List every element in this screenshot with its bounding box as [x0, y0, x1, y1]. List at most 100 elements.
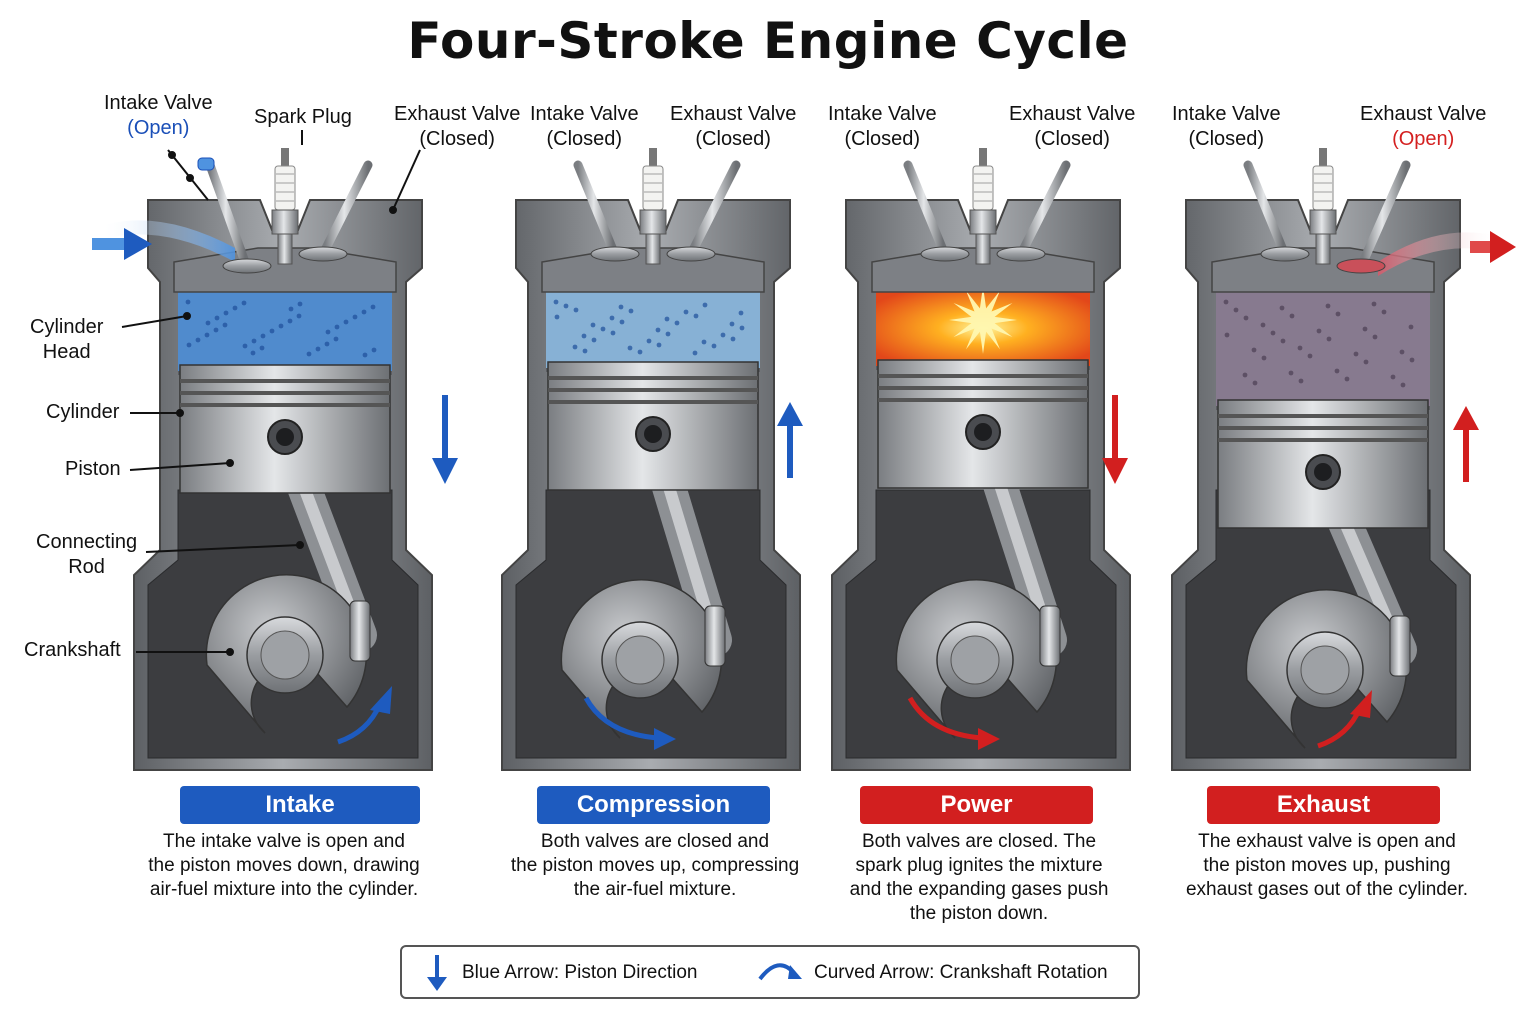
- spark-plug-hex: [271, 209, 299, 235]
- crankshaft-rotation-arrowhead: [1350, 690, 1372, 718]
- charge-particle: [683, 309, 689, 315]
- charge-particle: [259, 345, 265, 351]
- charge-particle: [591, 337, 597, 343]
- charge-particle: [362, 352, 368, 358]
- charge-particle: [287, 318, 293, 324]
- crankshaft-rotation-arrow: [907, 696, 983, 741]
- intake-valve-head: [590, 246, 640, 262]
- piston-pin-bore: [974, 423, 992, 441]
- piston-ring: [548, 388, 758, 392]
- charge-particle: [1233, 307, 1239, 313]
- crankshaft-rotation-arrow: [583, 696, 659, 741]
- charge-particle: [1381, 309, 1387, 315]
- charge-particle: [1223, 299, 1229, 305]
- piston-ring: [548, 376, 758, 380]
- crankshaft-label: Crankshaft: [24, 639, 121, 661]
- charge-particle: [250, 350, 256, 356]
- piston-ring: [180, 391, 390, 395]
- charge-particle: [1288, 370, 1294, 376]
- charge-particle: [1344, 376, 1350, 382]
- spark-plug-terminal: [281, 148, 289, 168]
- rod-big-end-cap: [349, 600, 371, 662]
- exhaust-valve-head: [996, 246, 1046, 262]
- cylinder-charge: [546, 290, 760, 368]
- piston-ring: [878, 374, 1088, 378]
- exhaust-valve-label-4: Exhaust Valve (Open): [1360, 103, 1487, 150]
- charge-particle: [1363, 359, 1369, 365]
- charge-particle: [288, 306, 294, 312]
- spark-plug-label: Spark Plug: [254, 106, 352, 128]
- charge-particle: [739, 325, 745, 331]
- straight-arrow-icon: [427, 955, 447, 991]
- intake-air-flow: [100, 220, 235, 262]
- charge-particle: [1409, 357, 1415, 363]
- exhaust-flow-arrow: [1470, 241, 1494, 253]
- legend-crankshaft-rotation: Curved Arrow: Crankshaft Rotation: [814, 962, 1108, 983]
- charge-particle: [720, 332, 726, 338]
- piston-ring: [878, 398, 1088, 402]
- exhaust-flow-arrowhead: [1490, 231, 1516, 263]
- charge-particle: [600, 326, 606, 332]
- exhaust-valve-stem: [688, 160, 741, 255]
- piston-ring: [1218, 426, 1428, 430]
- charge-particle: [278, 323, 284, 329]
- piston-direction-arrowhead: [777, 402, 803, 426]
- cylinder-charge: [1216, 290, 1430, 406]
- exhaust-valve-stem: [320, 160, 373, 255]
- piston-pin-bore: [276, 428, 294, 446]
- charge-particle: [572, 344, 578, 350]
- exhaust-valve-head: [1336, 258, 1386, 274]
- charge-particle: [214, 315, 220, 321]
- charge-particle: [1334, 368, 1340, 374]
- charge-particle: [1400, 382, 1406, 388]
- charge-particle: [1252, 380, 1258, 386]
- engine-power: [831, 148, 1131, 771]
- charge-particle: [232, 305, 238, 311]
- spark-plug-terminal: [979, 148, 987, 168]
- spark-plug-insulator: [642, 165, 664, 211]
- spark-plug-insulator: [972, 165, 994, 211]
- connecting-rod-label: Connecting Rod: [36, 531, 138, 578]
- intake-flow-arrowhead: [124, 228, 152, 260]
- spark-plug-hex: [969, 209, 997, 235]
- curved-arrow-icon: [758, 963, 802, 981]
- engine-compression: [501, 148, 803, 771]
- charge-particle: [371, 347, 377, 353]
- charge-particle: [306, 351, 312, 357]
- charge-particle: [315, 346, 321, 352]
- charge-particle: [582, 348, 588, 354]
- intake-valve-stem: [1243, 160, 1288, 255]
- charge-particle: [1408, 324, 1414, 330]
- intake-valve-label-2: Intake Valve (Closed): [530, 103, 639, 150]
- charge-particle: [1307, 353, 1313, 359]
- charge-particle: [1251, 347, 1257, 353]
- charge-particle: [665, 331, 671, 337]
- charge-particle: [1326, 336, 1332, 342]
- spark-plug-hex: [639, 209, 667, 235]
- charge-particle: [222, 322, 228, 328]
- cylinder-charge: [178, 290, 392, 371]
- charge-particle: [664, 316, 670, 322]
- charge-particle: [1335, 311, 1341, 317]
- exhaust-gas-flow: [1378, 232, 1498, 276]
- intake-valve-head: [1260, 246, 1310, 262]
- charge-particle: [1289, 313, 1295, 319]
- charge-particle: [325, 329, 331, 335]
- charge-particle: [205, 320, 211, 326]
- exhaust-valve-label-1: Exhaust Valve (Closed): [394, 103, 521, 150]
- charge-particle: [1316, 328, 1322, 334]
- spark-plug-terminal: [649, 148, 657, 168]
- stroke-badge-exhaust: Exhaust: [1207, 786, 1440, 824]
- charge-particle: [1399, 349, 1405, 355]
- spark-plug-hex: [1309, 209, 1337, 235]
- charge-particle: [1270, 330, 1276, 336]
- charge-particle: [581, 333, 587, 339]
- charge-particle: [618, 304, 624, 310]
- charge-particle: [1362, 326, 1368, 332]
- charge-particle: [646, 338, 652, 344]
- charge-particle: [692, 350, 698, 356]
